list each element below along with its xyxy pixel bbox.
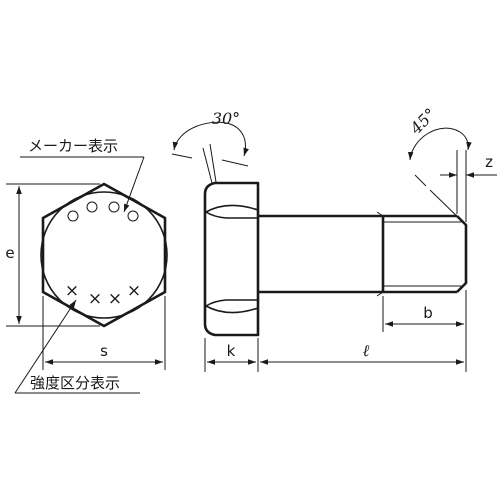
maker-mark-label: メーカー表示 [28,137,118,155]
dim-label-k: k [227,342,236,360]
angle-label-45: 45° [406,104,440,138]
strength-mark-label: 強度区分表示 [30,374,120,392]
dim-label-length: ℓ [363,341,370,360]
maker-mark-callout: メーカー表示 [20,137,145,213]
cross-mark: × [127,281,141,301]
head-side-outline [203,181,260,337]
head-flat-arc [205,305,259,314]
dimension-k: k [204,338,259,372]
angle-label-30: 30° [212,109,240,128]
thread-runout [376,291,384,297]
cross-mark: × [65,281,79,301]
cross-mark: × [88,289,102,309]
angle-30-annotation: 30° [171,109,249,184]
maker-mark-circles [67,201,139,222]
head-flat-arc [205,211,227,219]
dimension-length: ℓ [260,290,467,372]
dim-label-e: e [5,244,14,262]
dim-label-b: b [423,304,433,322]
bearing-face-circle [40,191,168,319]
strength-mark-callout: 強度区分表示 [14,299,140,394]
cross-mark: × [108,289,122,309]
dimension-z: z [440,150,497,222]
mark-circle [86,201,98,213]
dim-label-z: z [485,153,493,171]
dim-label-s: s [100,342,108,360]
angle-45-annotation: 45° [406,104,472,226]
mark-circle [127,210,139,222]
head-flat-arc [205,204,259,213]
mark-circle [108,201,120,213]
hex-outline [41,182,167,328]
thread-runout [376,211,384,217]
hex-head-end-view: × × × × [40,182,168,328]
dimension-s: s [42,296,166,370]
dimension-b: b [382,296,464,332]
mark-circle [67,210,79,222]
head-flat-arc [205,299,227,307]
strength-mark-crosses: × × × × [65,281,141,309]
dimension-e: e [5,183,100,327]
bolt-end-chamfer [456,215,468,293]
